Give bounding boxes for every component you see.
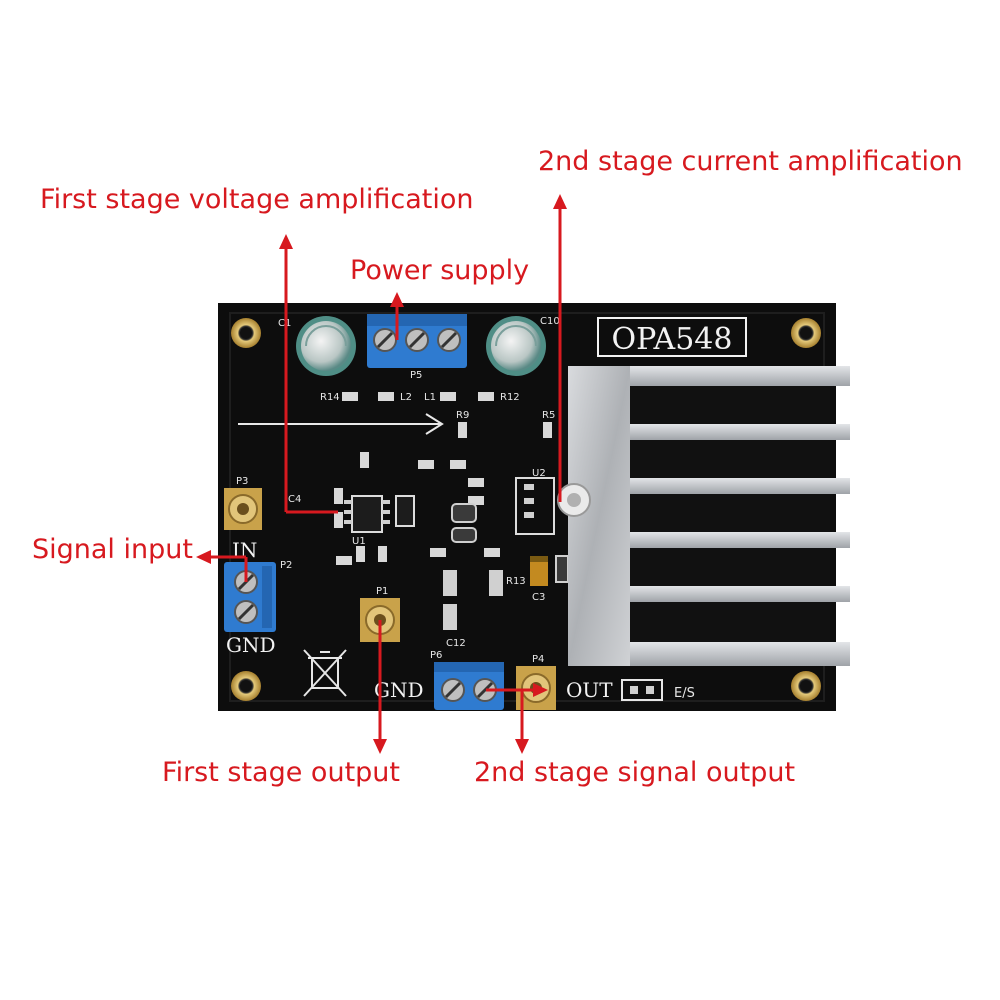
annotation-arrows: [196, 194, 567, 754]
designator-c10: C10: [540, 316, 560, 327]
designator-u2: U2: [532, 468, 546, 479]
designator-p4: P4: [532, 654, 544, 665]
power-pads: [443, 570, 503, 630]
mounting-hole-icon: [231, 671, 261, 701]
mounting-hole-icon: [231, 318, 261, 348]
designator-r14: R14: [320, 392, 340, 403]
gnd-bottom-label: GND: [374, 678, 424, 702]
callout-signal-input: Signal input: [32, 534, 193, 565]
designator-r13: R13: [506, 576, 526, 587]
callout-voltage-amplification: First stage voltage amplification: [40, 184, 474, 215]
designator-l1: L1: [424, 392, 436, 403]
designator-p2: P2: [280, 560, 292, 571]
ic-u1: [344, 495, 390, 533]
out-label: OUT: [566, 678, 613, 702]
designator-u1: U1: [352, 536, 366, 547]
designator-r9: R9: [456, 410, 469, 421]
gnd-left-label: GND: [226, 633, 276, 657]
designator-c12: C12: [446, 638, 466, 649]
ic-u2: [515, 477, 555, 535]
designator-r5: R5: [542, 410, 555, 421]
designator-p3: P3: [236, 476, 248, 487]
designator-c3: C3: [532, 592, 545, 603]
callout-first-stage-output: First stage output: [162, 757, 400, 788]
designator-c4: C4: [288, 494, 301, 505]
heatsink: [557, 366, 850, 666]
capacitor-c1: [296, 316, 356, 376]
capacitor-c10: [486, 316, 546, 376]
mounting-hole-icon: [791, 318, 821, 348]
callout-second-stage-signal-output: 2nd stage signal output: [474, 757, 796, 788]
designator-p6: P6: [430, 650, 442, 661]
designator-r12: R12: [500, 392, 520, 403]
callout-current-amplification: 2nd stage current amplification: [538, 146, 963, 177]
power-terminal-block: [367, 314, 467, 368]
mounting-hole-icon: [791, 671, 821, 701]
chip-label-box: [597, 317, 747, 357]
output-terminal-block: [434, 662, 504, 710]
designator-l2: L2: [400, 392, 412, 403]
sma-connector-p3: [224, 488, 262, 530]
callout-power-supply: Power supply: [350, 255, 530, 286]
smd-components: [334, 392, 552, 565]
capacitor-c3: [530, 556, 548, 586]
es-jumper: [621, 679, 663, 701]
crossed-bin-icon: [303, 649, 347, 697]
chip-label: OPA548: [612, 322, 733, 357]
input-terminal-block: [224, 562, 276, 632]
designator-p5: P5: [410, 370, 422, 381]
es-label: E/S: [674, 686, 695, 701]
designator-p1: P1: [376, 586, 388, 597]
